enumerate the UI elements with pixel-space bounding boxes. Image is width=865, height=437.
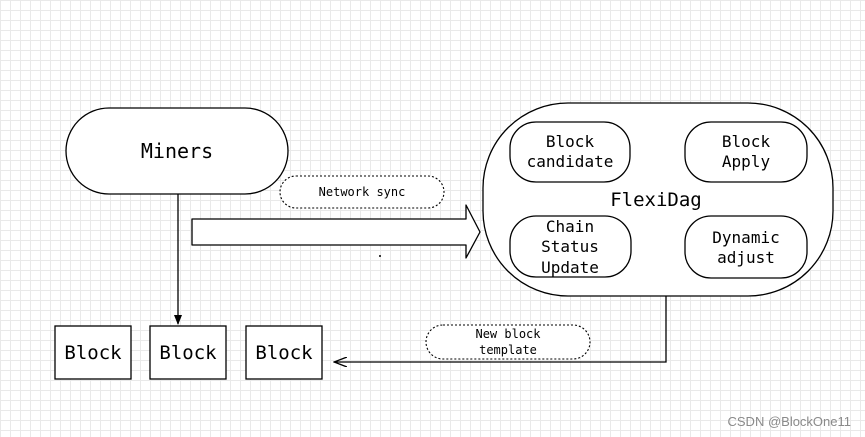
flexidag-label: FlexiDag — [610, 189, 702, 211]
block-candidate-node — [509, 121, 631, 183]
big-arrow-to-flexidag — [191, 204, 481, 259]
dynamic-adjust-label-2: adjust — [717, 248, 775, 267]
block-apply-node — [684, 121, 808, 183]
new-block-template-label-1: New block — [475, 327, 541, 341]
dynamic-adjust-label-1: Dynamic — [712, 228, 779, 247]
dynamic-adjust-node — [684, 215, 808, 279]
block-node-1 — [54, 325, 132, 380]
miners-label: Miners — [141, 139, 213, 163]
chain-status-update-label-3: Update — [541, 258, 599, 277]
block-apply-label-1: Block — [722, 132, 771, 151]
block-node-2 — [149, 325, 227, 380]
new-block-template-label-2: template — [479, 343, 537, 357]
block-node-2-label: Block — [159, 342, 217, 364]
flexidag-to-blocks-arrow — [334, 296, 667, 362]
watermark: CSDN @BlockOne11 — [727, 414, 852, 429]
block-node-3-label: Block — [255, 342, 313, 364]
network-sync-bubble — [279, 175, 445, 209]
new-block-template-bubble — [425, 324, 591, 360]
miners-node — [65, 107, 289, 195]
network-sync-label: Network sync — [319, 185, 406, 199]
block-node-3 — [245, 325, 323, 380]
chain-status-update-label-1: Chain — [546, 217, 594, 236]
block-apply-label-2: Apply — [722, 152, 771, 171]
block-candidate-label-1: Block — [546, 132, 595, 151]
stray-dot — [379, 255, 381, 257]
block-candidate-label-2: candidate — [527, 152, 614, 171]
chain-status-update-label-2: Status — [541, 237, 599, 256]
chain-status-update-node — [509, 215, 632, 278]
block-node-1-label: Block — [64, 342, 122, 364]
